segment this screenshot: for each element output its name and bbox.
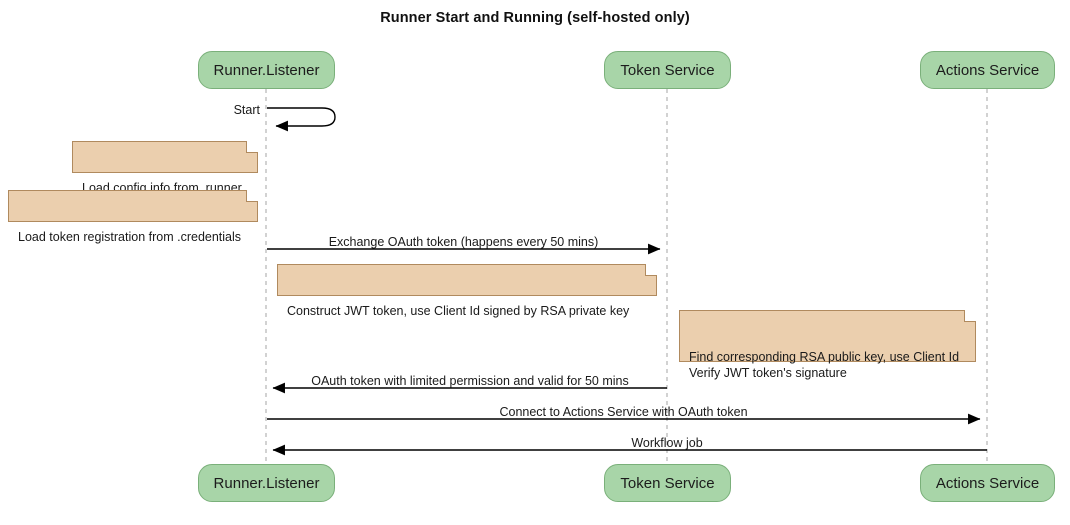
- note-fold-corner-icon: [645, 264, 657, 276]
- note-text: Load token registration from .credential…: [18, 230, 242, 244]
- participant-label: Token Service: [620, 61, 715, 79]
- lifelines: [265, 89, 988, 463]
- message-label-start: Start: [233, 103, 260, 117]
- participant-actions-service-top[interactable]: Actions Service: [920, 51, 1055, 89]
- message-label-connect-actions-service: Connect to Actions Service with OAuth to…: [499, 405, 748, 419]
- participant-label: Runner.Listener: [213, 61, 320, 79]
- participant-label: Actions Service: [935, 61, 1040, 79]
- participant-runner-listener-bottom[interactable]: Runner.Listener: [198, 464, 335, 502]
- note-load-token-registration: Load token registration from .credential…: [8, 190, 258, 244]
- note-text: Construct JWT token, use Client Id signe…: [287, 304, 630, 318]
- participant-label: Token Service: [620, 474, 715, 492]
- message-label-oauth-token-return: OAuth token with limited permission and …: [311, 374, 629, 388]
- participant-token-service-top[interactable]: Token Service: [604, 51, 731, 89]
- note-construct-jwt-token: Construct JWT token, use Client Id signe…: [277, 264, 657, 318]
- participant-label: Actions Service: [935, 474, 1040, 492]
- participant-token-service-bottom[interactable]: Token Service: [604, 464, 731, 502]
- note-fold-corner-icon: [246, 141, 258, 153]
- participant-label: Runner.Listener: [213, 474, 320, 492]
- note-load-config-info: Load config info from .runner: [72, 141, 258, 195]
- participant-actions-service-bottom[interactable]: Actions Service: [920, 464, 1055, 502]
- message-label-workflow-job: Workflow job: [631, 436, 703, 450]
- note-text: Find corresponding RSA public key, use C…: [689, 350, 960, 380]
- diagram-title: Runner Start and Running (self-hosted on…: [380, 10, 690, 26]
- note-fold-corner-icon: [246, 190, 258, 202]
- message-label-exchange-oauth-token: Exchange OAuth token (happens every 50 m…: [328, 235, 599, 249]
- note-verify-jwt-signature: Find corresponding RSA public key, use C…: [679, 310, 976, 380]
- participant-runner-listener-top[interactable]: Runner.Listener: [198, 51, 335, 89]
- note-fold-corner-icon: [964, 310, 976, 322]
- message-start-self-call: [267, 107, 336, 132]
